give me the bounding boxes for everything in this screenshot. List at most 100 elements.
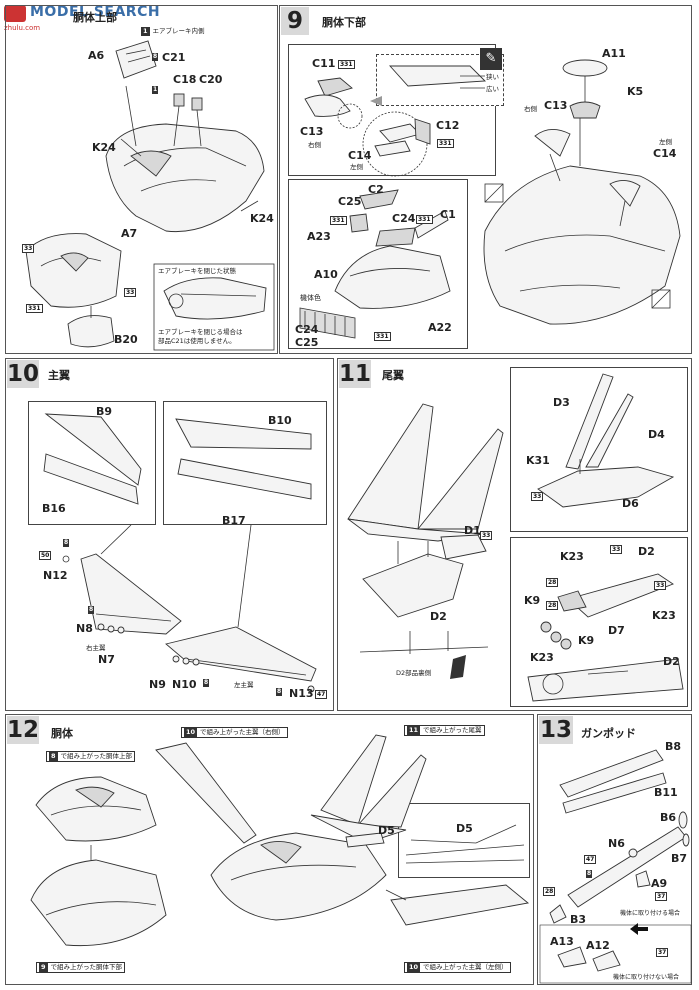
- part-label-k24-left: K24: [92, 141, 116, 154]
- part-label-d7: D7: [608, 624, 625, 637]
- step8-badge-1: 1: [141, 27, 150, 36]
- part-label-a11: A11: [602, 47, 626, 60]
- part-label-b11: B11: [654, 786, 678, 799]
- step9-right-side-2: 右側: [524, 105, 537, 113]
- part-label-a6: A6: [88, 49, 105, 62]
- step8-badge-331: 331: [26, 304, 43, 313]
- part-label-d3: D3: [553, 396, 570, 409]
- step13-badge-37b: 37: [656, 948, 669, 957]
- part-label-n10: N10: [172, 678, 197, 691]
- part-label-c11: C11: [312, 57, 336, 70]
- step11-number: 11: [339, 360, 372, 388]
- part-label-c25-bottom: C25: [295, 336, 319, 349]
- part-label-n6: N6: [608, 837, 625, 850]
- step11-title: 尾翼: [382, 369, 404, 382]
- watermark-emblem-icon: [4, 5, 26, 22]
- step9-wide: 広い: [486, 85, 499, 93]
- part-label-b10: B10: [268, 414, 292, 427]
- part-label-b17: B17: [222, 514, 246, 527]
- part-label-d5-detail: D5: [456, 822, 473, 835]
- closed-box-note2: 部品C21は使用しません。: [158, 337, 236, 345]
- part-label-n13: N13: [289, 687, 314, 700]
- step9-body-color: 機体色: [300, 294, 321, 302]
- step8-badge-33a: 33: [22, 244, 35, 253]
- part-label-b20: B20: [114, 333, 138, 346]
- part-label-k23-right: K23: [652, 609, 676, 622]
- step8-badge-1b: 1: [152, 86, 159, 94]
- ref-upper-num: 8: [49, 752, 58, 761]
- watermark-logo: MODEL SEARCH zhulu.com: [2, 2, 162, 36]
- step12-number: 12: [7, 716, 40, 744]
- step10-panel: 10 主翼 B9 B16 8 50 N12 8 N8 右主翼 N7 B10 B1…: [5, 358, 334, 711]
- step9-badge-331c: 331: [330, 216, 347, 225]
- step10-badge-50: 50: [39, 551, 52, 560]
- step11-badge-33c: 33: [610, 545, 623, 554]
- part-label-b7: B7: [671, 852, 688, 865]
- step10-badge-8a: 8: [63, 539, 70, 547]
- step9-title: 胴体下部: [322, 16, 366, 29]
- part-label-c14-right: C14: [653, 147, 677, 160]
- step12-title: 胴体: [51, 727, 73, 740]
- part-label-c13-right: C13: [544, 99, 568, 112]
- part-label-n8: N8: [76, 622, 93, 635]
- step11-drawing: [347, 373, 684, 702]
- part-label-c2: C2: [368, 183, 384, 196]
- part-label-b6: B6: [660, 811, 677, 824]
- ref-rwing-num: 10: [184, 728, 198, 737]
- part-label-k23-top: K23: [560, 550, 584, 563]
- step11-d2-back: D2部品裏側: [396, 669, 432, 677]
- step9-badge-331e: 331: [374, 332, 391, 341]
- closed-box-title: エアブレーキを閉じた状態: [158, 267, 236, 275]
- step11-badge-33d: 33: [654, 581, 667, 590]
- part-label-d4: D4: [648, 428, 665, 441]
- step13-badge-8: 8: [586, 870, 593, 878]
- part-label-c14-left: C14: [348, 149, 372, 162]
- part-label-d6: D6: [622, 497, 639, 510]
- part-label-k5: K5: [627, 85, 644, 98]
- step13-no-attach-note: 機体に取り付けない場合: [613, 974, 680, 981]
- step13-number: 13: [539, 716, 573, 744]
- part-label-a10: A10: [314, 268, 338, 281]
- paint-wrench-icon: ✎: [485, 51, 497, 66]
- step9-left-side-1: 左側: [350, 163, 363, 171]
- step10-right-wing: 右主翼: [86, 644, 106, 652]
- part-label-n9: N9: [149, 678, 166, 691]
- part-label-n12: N12: [43, 569, 68, 582]
- part-label-n7: N7: [98, 653, 115, 666]
- part-label-a23: A23: [307, 230, 331, 243]
- step8-title: 胴体上部: [73, 11, 117, 24]
- step9-panel: 9 胴体下部: [279, 5, 692, 354]
- step9-badge-331a: 331: [338, 60, 355, 69]
- part-label-d2-main: D2: [430, 610, 447, 623]
- step9-left-side-2: 左側: [659, 138, 672, 146]
- part-label-c24-bottom: C24: [295, 323, 319, 336]
- step13-badge-28: 28: [543, 887, 556, 896]
- ref-lower-num: 9: [39, 963, 48, 972]
- part-label-c25-top: C25: [338, 195, 362, 208]
- part-label-b16: B16: [42, 502, 66, 515]
- step13-panel: 13 ガンポッド B8 B11 B6 N6 47 8 B7 A9 28 37 機…: [537, 714, 692, 985]
- part-label-a13: A13: [550, 935, 574, 948]
- step9-number: 9: [281, 7, 309, 35]
- arrow-left-icon: [630, 926, 648, 938]
- part-label-c20: C20: [199, 73, 223, 86]
- part-label-c24-top: C24: [392, 212, 416, 225]
- closed-box-note1: エアブレーキを閉じる場合は: [158, 328, 243, 336]
- step11-badge-33b: 33: [531, 492, 544, 501]
- step11-badge-33a: 33: [480, 531, 493, 540]
- part-label-k9-left: K9: [524, 594, 541, 607]
- part-label-b3: B3: [570, 913, 587, 926]
- step10-number: 10: [7, 360, 40, 388]
- step10-badge-8c: 8: [203, 679, 210, 687]
- part-label-a22: A22: [428, 321, 452, 334]
- step13-title: ガンポッド: [581, 727, 636, 740]
- part-label-d5-main: D5: [378, 824, 395, 837]
- part-label-c18: C18: [173, 73, 197, 86]
